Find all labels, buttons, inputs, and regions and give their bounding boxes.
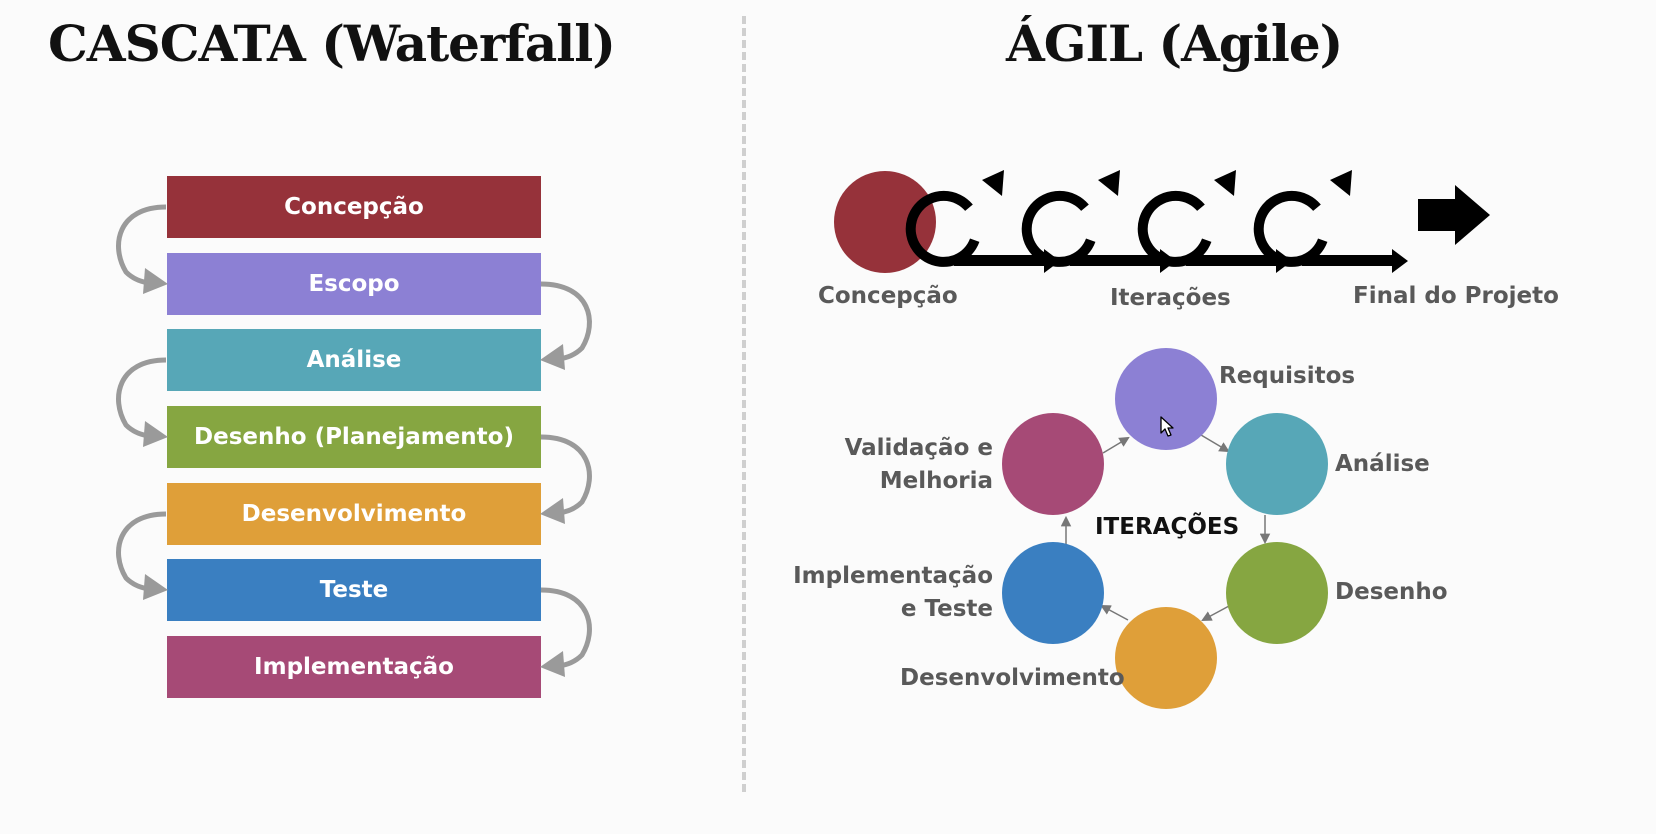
- waterfall-stage-desenho: Desenho (Planejamento): [167, 406, 541, 468]
- cycle-node-validacao: [1002, 413, 1104, 515]
- cycle-label-implementacao: Implementação e Teste: [793, 560, 993, 626]
- cycle-label-validacao: Validação e Melhoria: [845, 432, 993, 498]
- cycle-node-desenho: [1226, 542, 1328, 644]
- waterfall-stage-concepcao: Concepção: [167, 176, 541, 238]
- waterfall-connector-arrow: [116, 511, 168, 600]
- waterfall-stage-teste: Teste: [167, 559, 541, 621]
- waterfall-stage-desenvolvimento: Desenvolvimento: [167, 483, 541, 545]
- cycle-center-label: ITERAÇÕES: [1095, 514, 1240, 540]
- cycle-label-desenho: Desenho: [1335, 579, 1448, 605]
- cycle-arrow-desenho-desenvolvimento: [1201, 605, 1230, 621]
- cycle-node-desenvolvimento: [1115, 607, 1217, 709]
- waterfall-stage-analise: Análise: [167, 329, 541, 391]
- timeline-final-label: Final do Projeto: [1353, 283, 1559, 309]
- cycle-label-validacao-line2: Melhoria: [879, 468, 993, 494]
- section-divider: [742, 16, 746, 792]
- cycle-label-desenvolvimento: Desenvolvimento: [900, 665, 1125, 691]
- cycle-arrow-desenvolvimento-implementacao: [1100, 605, 1129, 621]
- waterfall-connector-arrow: [540, 587, 592, 677]
- cycle-arrow-validacao-requisitos: [1102, 436, 1130, 454]
- waterfall-stage-escopo: Escopo: [167, 253, 541, 315]
- iteration-cycle-icon: [1253, 170, 1408, 273]
- cycle-node-analise: [1226, 413, 1328, 515]
- project-end-arrow-icon: [1418, 185, 1490, 245]
- cycle-node-implementacao: [1002, 542, 1104, 644]
- cycle-label-implementacao-line2: e Teste: [900, 596, 993, 622]
- waterfall-connector-arrow: [116, 357, 168, 447]
- cycle-label-validacao-line1: Validação e: [844, 435, 993, 461]
- timeline-iteracoes-label: Iterações: [1110, 285, 1231, 311]
- cycle-label-requisitos: Requisitos: [1219, 363, 1356, 389]
- cycle-label-implementacao-line1: Implementação: [793, 563, 993, 589]
- timeline-concepcao-label: Concepção: [818, 283, 958, 309]
- cycle-node-requisitos: [1115, 348, 1217, 450]
- waterfall-connector-arrow: [540, 434, 592, 524]
- cycle-label-analise: Análise: [1335, 451, 1430, 477]
- mouse-cursor-icon: [1160, 416, 1174, 437]
- waterfall-connector-arrow: [540, 281, 592, 370]
- waterfall-connector-arrow: [116, 204, 168, 294]
- waterfall-title: CASCATA (Waterfall): [48, 14, 616, 73]
- agile-title: ÁGIL (Agile): [1006, 14, 1343, 73]
- cycle-arrow-requisitos-analise: [1200, 434, 1230, 453]
- waterfall-stage-implementacao: Implementação: [167, 636, 541, 698]
